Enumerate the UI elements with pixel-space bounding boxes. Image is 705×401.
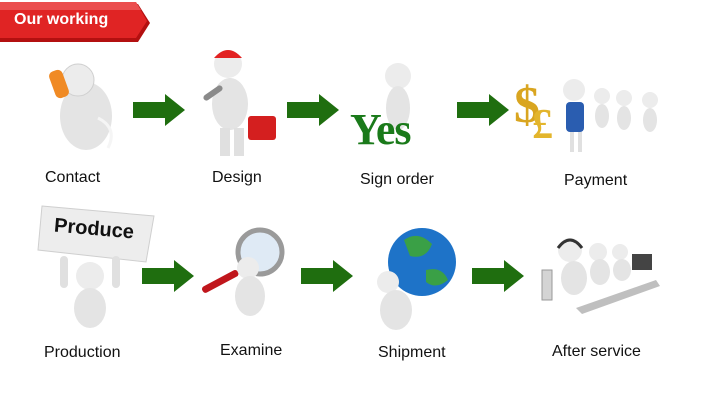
- arrow-production-to-examine: [142, 260, 194, 292]
- step-label-examine: Examine: [220, 342, 283, 359]
- step-examine: [198, 224, 296, 324]
- call-center-icon: [541, 238, 660, 314]
- step-label-production: Production: [44, 344, 121, 361]
- step-label-after-service: After service: [552, 343, 641, 360]
- svg-text:£: £: [532, 102, 553, 148]
- step-production: Produce: [20, 200, 160, 340]
- header-banner: Our working: [0, 0, 150, 42]
- money-people-icon: $ £: [514, 77, 658, 152]
- arrow-contact-to-design: [133, 94, 185, 126]
- magnifier-person-icon: [201, 227, 285, 316]
- arrow-shipment-to-after-service: [472, 260, 524, 292]
- arrow-sign-order-to-payment: [457, 94, 509, 126]
- produce-sign-icon: [37, 205, 155, 328]
- banner-title: Our working: [14, 11, 109, 28]
- globe-carrier-icon: [377, 228, 456, 330]
- phone-person-icon: [49, 63, 113, 150]
- banner-shape: [0, 2, 150, 42]
- step-design: [192, 44, 280, 162]
- step-label-shipment: Shipment: [378, 344, 446, 361]
- toolbox-person-icon: [203, 50, 276, 156]
- yes-sign-text: Yes: [350, 105, 412, 154]
- step-contact: [38, 58, 128, 158]
- arrow-examine-to-shipment: [301, 260, 353, 292]
- step-label-design: Design: [212, 169, 262, 186]
- step-label-sign-order: Sign order: [360, 171, 434, 188]
- step-after-service: [536, 230, 660, 314]
- arrow-design-to-sign-order: [287, 94, 339, 126]
- step-shipment: [352, 226, 472, 340]
- step-payment: $ £: [512, 62, 668, 158]
- yes-sign-icon: [385, 63, 411, 130]
- svg-text:$: $: [514, 77, 540, 134]
- step-sign-order: Yes: [348, 58, 446, 158]
- step-label-payment: Payment: [564, 172, 628, 189]
- step-label-contact: Contact: [45, 169, 101, 186]
